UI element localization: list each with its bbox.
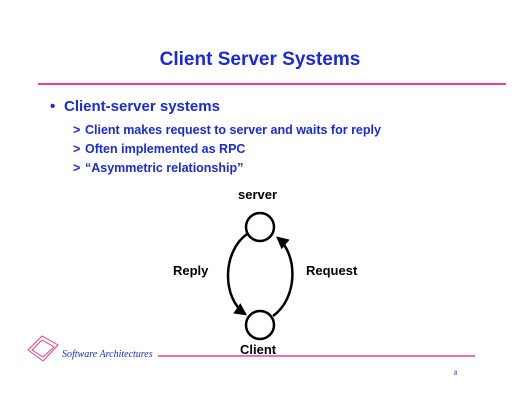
subpoint-item: > Client makes request to server and wait… — [73, 122, 381, 138]
bullet-text: Client-server systems — [64, 98, 220, 115]
server-label: server — [238, 187, 278, 202]
page-number: 8 — [454, 371, 458, 377]
title-divider — [38, 83, 506, 85]
subpoint-marker: > — [73, 161, 81, 175]
subpoint-item: > “Asymmetric relationship” — [73, 160, 243, 176]
footer-logo-icon — [27, 335, 59, 362]
reply-arrow — [226, 232, 248, 316]
subpoint-marker: > — [73, 123, 81, 137]
bullet-item: • Client-server systems — [50, 97, 220, 116]
request-arrow — [272, 236, 294, 318]
client-node — [244, 309, 276, 341]
subpoint-text: Client makes request to server and waits… — [85, 123, 381, 137]
footer-title: Software Architectures — [62, 349, 153, 360]
subpoint-marker: > — [73, 142, 81, 156]
subpoint-text: “Asymmetric relationship” — [85, 161, 244, 175]
subpoint-text: Often implemented as RPC — [85, 142, 246, 156]
reply-label: Reply — [173, 263, 209, 278]
subpoint-item: > Often implemented as RPC — [73, 141, 245, 157]
request-label: Request — [306, 263, 358, 278]
slide-title: Client Server Systems — [159, 49, 361, 70]
bullet-marker: • — [50, 98, 56, 115]
client-label: Client — [240, 342, 277, 357]
server-node — [244, 211, 276, 243]
